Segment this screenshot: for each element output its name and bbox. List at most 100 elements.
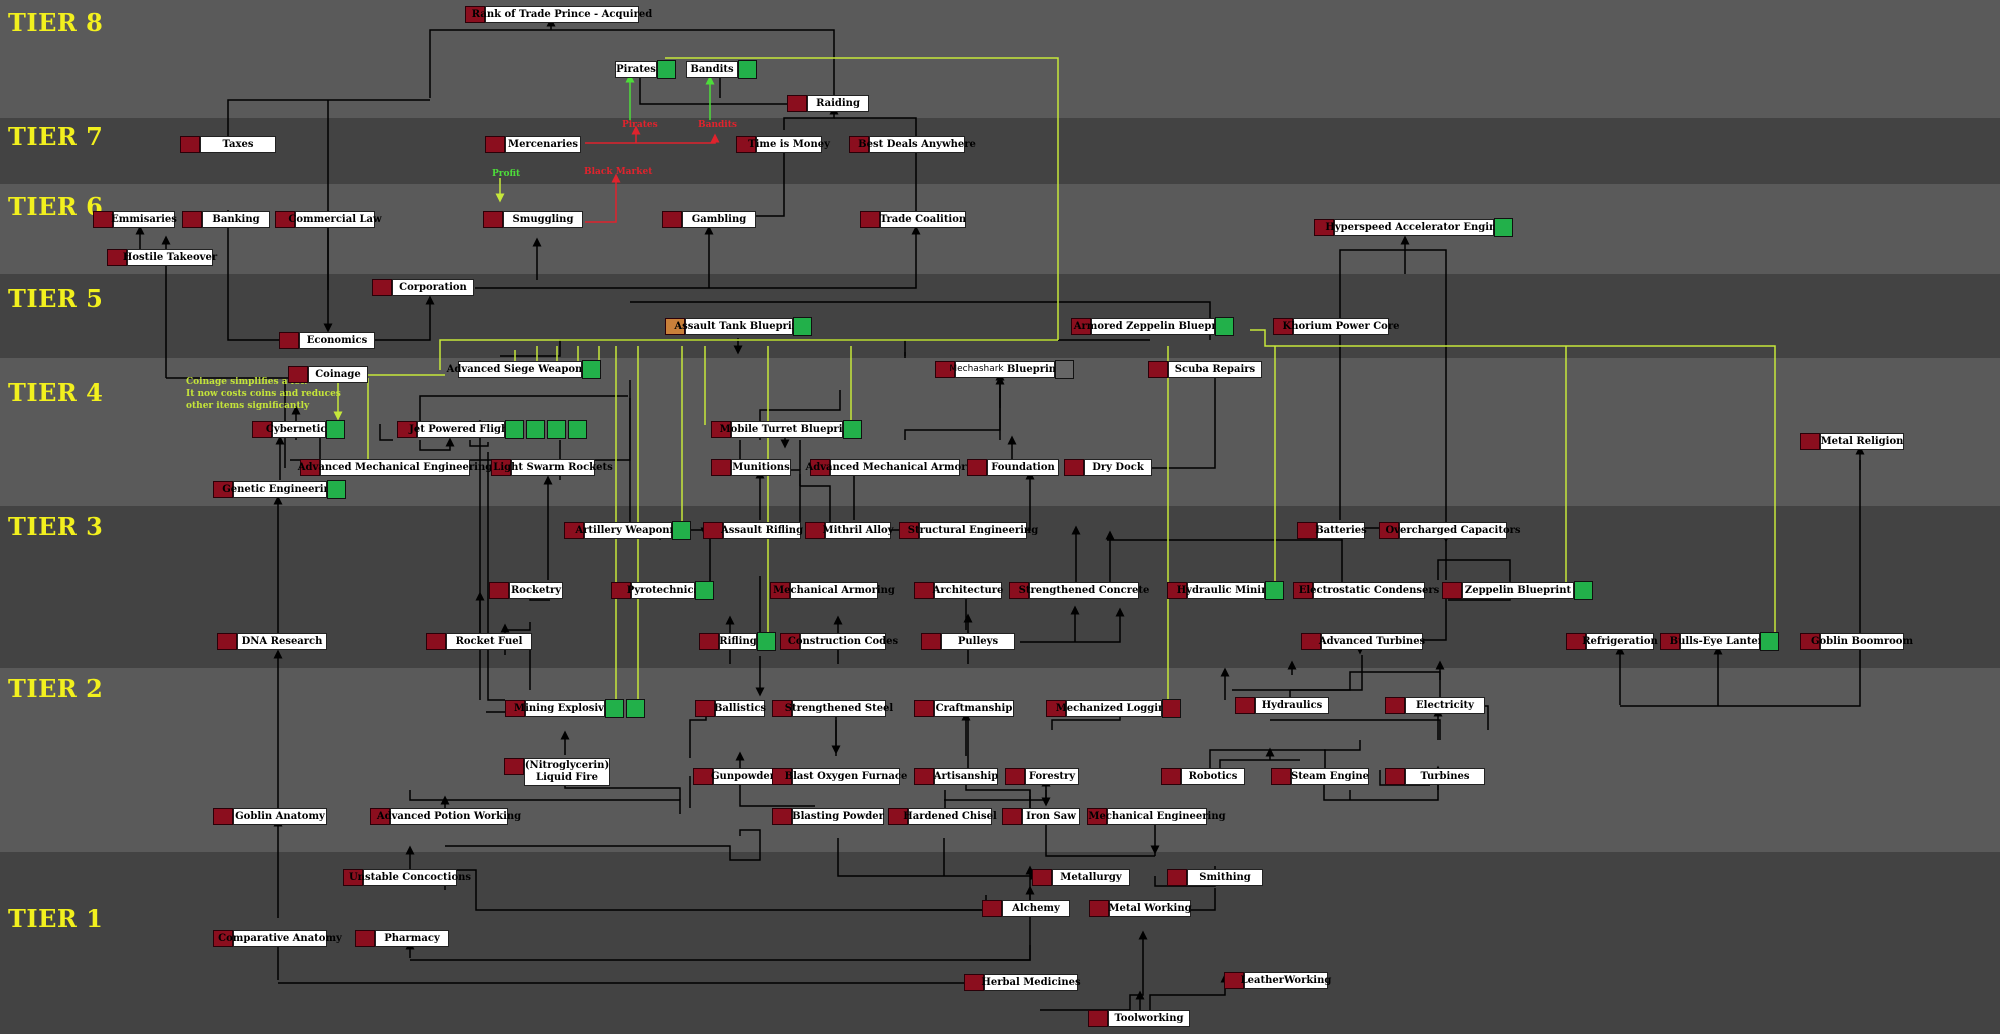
node-mithril-alloy[interactable]: Mithril Alloy [805,522,893,539]
node-electrostatic[interactable]: Electrostatic Condensers [1293,582,1439,599]
node-corporation[interactable]: Corporation [372,279,474,296]
node-zeppelin-blueprint[interactable]: Zeppelin Blueprint [1442,581,1593,600]
node-hydraulic-mining[interactable]: Hydraulic Mining [1167,581,1284,600]
node-iron-saw[interactable]: Iron Saw [1002,808,1080,825]
node-best-deals[interactable]: Best Deals Anywhere [849,136,976,153]
node-hyperspeed-engine[interactable]: Hyperspeed Accelerator Engine [1314,218,1513,237]
tech-marker [1385,768,1405,785]
node-bandits[interactable]: Bandits [686,60,757,79]
node-artisanship[interactable]: Artisanship [914,768,998,785]
node-adv-potion[interactable]: Advanced Potion Working [370,808,521,825]
node-comparative-anatomy[interactable]: Comparative Anatomy [213,930,342,947]
tech-marker [1032,869,1052,886]
node-adv-siege[interactable]: Advanced Siege Weaponry [447,360,601,379]
node-overcharged-caps[interactable]: Overcharged Capacitors [1379,522,1521,539]
tech-marker [1800,433,1820,450]
node-batteries[interactable]: Batteries [1297,522,1367,539]
node-forestry[interactable]: Forestry [1005,768,1079,785]
node-assault-rifling[interactable]: Assault Rifling [703,522,803,539]
node-hydraulics[interactable]: Hydraulics [1235,697,1329,714]
node-goblin-anatomy[interactable]: Goblin Anatomy [213,808,327,825]
node-hostile-takeover[interactable]: Hostile Takeover [107,249,217,266]
node-pharmacy[interactable]: Pharmacy [355,930,449,947]
node-mechanized-logging[interactable]: Mechanized Logging [1046,699,1181,718]
node-emissaries[interactable]: Emmisaries [93,211,177,228]
node-taxes[interactable]: Taxes [180,136,276,153]
node-gambling[interactable]: Gambling [662,211,756,228]
node-light-swarm[interactable]: Light Swarm Rockets [491,459,613,476]
node-mercenaries[interactable]: Mercenaries [485,136,581,153]
node-construction-codes[interactable]: Construction Codes [780,633,898,650]
node-pirates[interactable]: Pirates [615,60,676,79]
node-commercial-law[interactable]: Commercial Law [275,211,382,228]
node-blasting-powder[interactable]: Blasting Powder [772,808,884,825]
node-dna-research[interactable]: DNA Research [217,633,327,650]
node-genetic-eng[interactable]: Genetic Engineering [213,480,346,499]
node-bulls-eye-lantern[interactable]: Bulls-Eye Lantern [1660,632,1779,651]
node-label: Comparative Anatomy [218,930,342,947]
node-robotics[interactable]: Robotics [1161,768,1245,785]
node-smuggling[interactable]: Smuggling [483,211,583,228]
node-metal-religion[interactable]: Metal Religion [1800,433,1904,450]
node-craftmanship[interactable]: Craftmanship [914,700,1014,717]
node-mobile-turret[interactable]: Mobile Turret Blueprint [711,420,862,439]
node-mech-engineering[interactable]: Mechanical Engineering [1087,808,1226,825]
node-leatherworking[interactable]: LeatherWorking [1224,972,1331,989]
node-assault-tank[interactable]: Assault Tank Blueprint [665,317,812,336]
unlock-box [1265,581,1284,600]
node-dry-dock[interactable]: Dry Dock [1064,459,1152,476]
node-trade-coalition[interactable]: Trade Coalition [860,211,966,228]
node-khorium-core[interactable]: Khorium Power Core [1273,318,1399,335]
node-metal-working[interactable]: Metal Working [1089,900,1192,917]
node-liquid-fire[interactable]: (Nitroglycerin) Liquid Fire [504,758,610,786]
node-time-is-money[interactable]: Time is Money [736,136,830,153]
node-gunpowder[interactable]: Gunpowder [693,768,775,785]
node-pulleys[interactable]: Pulleys [921,633,1015,650]
node-alchemy[interactable]: Alchemy [982,900,1070,917]
node-rank-trade-prince[interactable]: Rank of Trade Prince - Acquired [465,6,652,23]
node-turbines[interactable]: Turbines [1385,768,1485,785]
node-rocket-fuel[interactable]: Rocket Fuel [426,633,532,650]
node-label: Cybernetics [266,421,332,438]
node-artillery[interactable]: Artillery Weaponry [564,521,691,540]
tech-marker [489,582,509,599]
node-cybernetics[interactable]: Cybernetics [252,420,345,439]
node-blast-oxygen[interactable]: Blast Oxygen Furnace [772,768,907,785]
node-herbal-medicines[interactable]: Herbal Medicines [964,974,1081,991]
node-strengthened-concrete[interactable]: Strengthened Concrete [1009,582,1149,599]
node-toolworking[interactable]: Toolworking [1088,1010,1190,1027]
node-armored-zeppelin[interactable]: Armored Zeppelin Blueprint [1071,317,1234,336]
node-hardened-chisel[interactable]: Hardened Chisel [888,808,997,825]
node-electricity[interactable]: Electricity [1385,697,1485,714]
node-adv-mech-eng[interactable]: Advanced Mechanical Engineering [298,459,492,476]
node-adv-mech-armoring[interactable]: Advanced Mechanical Armoring [805,459,985,476]
node-scuba-repairs[interactable]: Scuba Repairs [1148,361,1262,378]
node-mining-explosives[interactable]: Mining Explosives [505,699,645,718]
node-steam-engine[interactable]: Steam Engine [1271,768,1369,785]
node-munitions[interactable]: Munitions [711,459,791,476]
node-coinage[interactable]: Coinage [288,366,368,383]
node-mechashark[interactable]: Mechashark Blueprint [935,360,1074,379]
node-ballistics[interactable]: Ballistics [695,700,766,717]
node-label: Economics [299,332,375,349]
node-architecture[interactable]: Architecture [914,582,1003,599]
node-rifling[interactable]: Rifling [699,632,776,651]
node-rocketry[interactable]: Rocketry [489,582,563,599]
node-strengthened-steel[interactable]: Strengthened Steel [772,700,893,717]
node-banking[interactable]: Banking [182,211,270,228]
tech-marker [1148,361,1168,378]
node-foundation[interactable]: Foundation [967,459,1059,476]
node-label: Mechanical Armoring [773,582,895,599]
node-pyrotechnics[interactable]: Pyrotechnics [611,581,714,600]
node-jet-flight[interactable]: Jet Powered Flight [397,420,587,439]
node-structural-eng[interactable]: Structural Engineering [899,522,1038,539]
node-mech-armoring[interactable]: Mechanical Armoring [770,582,895,599]
node-metallurgy[interactable]: Metallurgy [1032,869,1130,886]
node-economics[interactable]: Economics [279,332,375,349]
node-adv-turbines[interactable]: Advanced Turbines [1301,633,1425,650]
node-refrigeration[interactable]: Refrigeration [1566,633,1658,650]
node-unstable-concoctions[interactable]: Unstable Concoctions [343,869,471,886]
node-smithing[interactable]: Smithing [1167,869,1263,886]
node-raiding[interactable]: Raiding [787,95,869,112]
node-goblin-boomroom[interactable]: Goblin Boomroom [1800,633,1913,650]
